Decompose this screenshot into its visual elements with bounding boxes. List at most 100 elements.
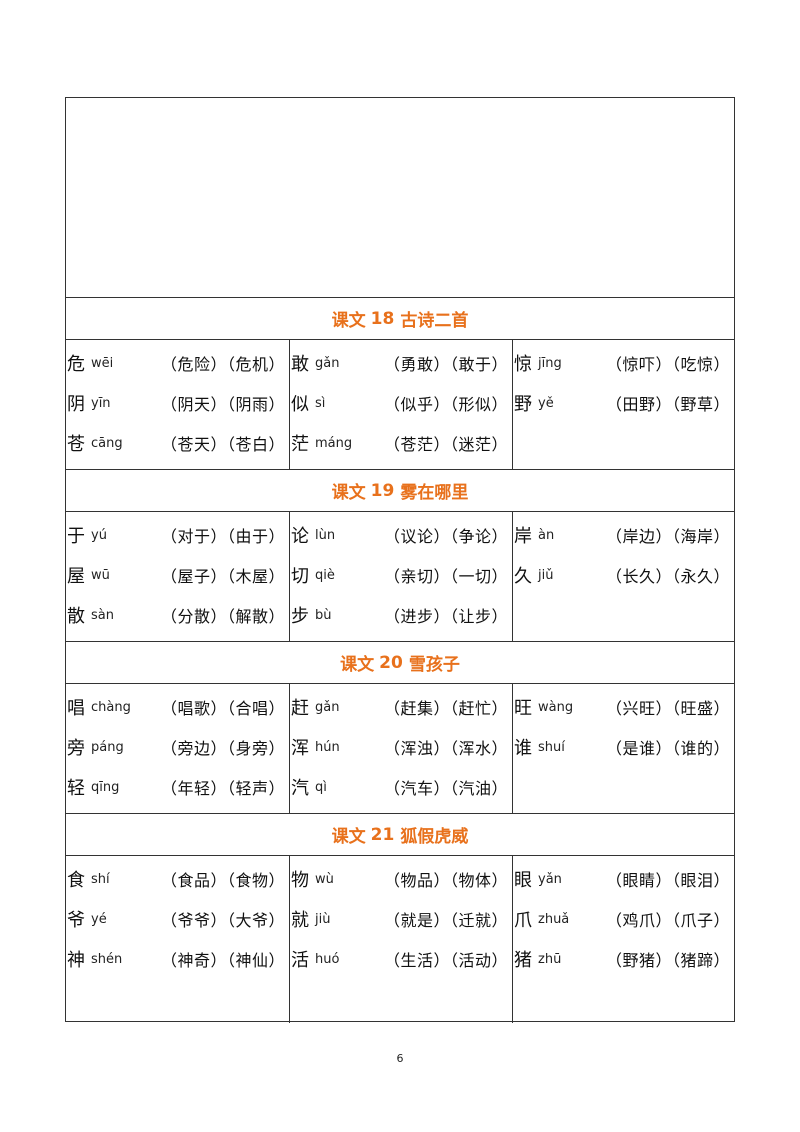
pinyin: jiǔ — [538, 567, 554, 583]
lesson-number: 19 — [370, 480, 395, 501]
pinyin: wēi — [91, 355, 114, 371]
pinyin: wù — [315, 871, 334, 887]
example-words: （岸边）（海岸） — [605, 527, 730, 546]
character-entry: 就 jiù （就是）（迁就） — [290, 899, 512, 939]
hanzi: 岸 — [514, 526, 532, 547]
pinyin: jiù — [315, 911, 331, 927]
example-words: （就是）（迁就） — [383, 911, 508, 930]
example-words: （食品）（食物） — [160, 871, 285, 890]
pinyin: sì — [315, 395, 326, 411]
example-words: （长久）（永久） — [605, 567, 730, 586]
pinyin: yě — [538, 395, 554, 411]
pinyin: yú — [91, 527, 107, 543]
pinyin: gǎn — [315, 699, 340, 715]
hanzi: 就 — [291, 910, 309, 931]
example-words: （汽车）（汽油） — [383, 779, 508, 798]
hanzi: 于 — [67, 526, 85, 547]
lesson-title: 古诗二首 — [400, 311, 469, 331]
example-words: （阴天）（阴雨） — [160, 395, 285, 414]
example-words: （似乎）（形似） — [383, 395, 508, 414]
example-words: （亲切）（一切） — [383, 567, 508, 586]
lesson-title: 雪孩子 — [408, 655, 460, 675]
pinyin: jīng — [538, 355, 562, 371]
example-words: （物品）（物体） — [383, 871, 508, 890]
hanzi: 步 — [291, 606, 309, 627]
example-words: （神奇）（神仙） — [160, 951, 285, 970]
pinyin: qiè — [315, 567, 335, 583]
example-words: （惊吓）（吃惊） — [605, 355, 730, 374]
pinyin: páng — [91, 739, 124, 755]
pinyin: àn — [538, 527, 555, 543]
pinyin: yǎn — [538, 871, 562, 887]
example-words: （对于）（由于） — [160, 527, 285, 546]
hanzi: 神 — [67, 950, 85, 971]
example-words: （苍茫）（迷茫） — [383, 435, 508, 454]
pinyin: máng — [315, 435, 353, 451]
example-words: （年轻）（轻声） — [160, 779, 285, 798]
hanzi: 轻 — [67, 778, 85, 799]
hanzi: 敢 — [291, 354, 309, 375]
pinyin: qì — [315, 779, 327, 795]
example-words: （眼睛）（眼泪） — [605, 871, 730, 890]
example-words: （鸡爪）（爪子） — [605, 911, 730, 930]
example-words: （危险）（危机） — [160, 355, 285, 374]
example-words: （屋子）（木屋） — [160, 567, 285, 586]
hanzi: 眼 — [514, 870, 532, 891]
hanzi: 屋 — [67, 566, 85, 587]
hanzi: 论 — [291, 526, 309, 547]
example-words: （勇敢）（敢于） — [383, 355, 508, 374]
lesson-title: 雾在哪里 — [400, 483, 469, 503]
pinyin: cāng — [91, 435, 123, 451]
lesson-number: 18 — [370, 308, 395, 329]
lesson-prefix: 课文 — [331, 483, 366, 503]
character-entry: 神 shén （神奇）（神仙） — [66, 939, 289, 979]
hanzi: 汽 — [291, 778, 309, 799]
character-entry: 眼 yǎn （眼睛）（眼泪） — [513, 859, 734, 899]
example-words: （分散）（解散） — [160, 607, 285, 626]
hanzi: 似 — [291, 394, 309, 415]
hanzi: 爷 — [67, 910, 85, 931]
pinyin: lùn — [315, 527, 336, 543]
hanzi: 阴 — [67, 394, 85, 415]
lesson-title: 狐假虎威 — [400, 827, 469, 847]
hanzi: 浑 — [291, 738, 309, 759]
character-entry: 岸 àn （岸边）（海岸） — [513, 515, 734, 555]
example-words: （唱歌）（合唱） — [160, 699, 285, 718]
pinyin: shén — [91, 951, 123, 967]
hanzi: 野 — [514, 394, 532, 415]
